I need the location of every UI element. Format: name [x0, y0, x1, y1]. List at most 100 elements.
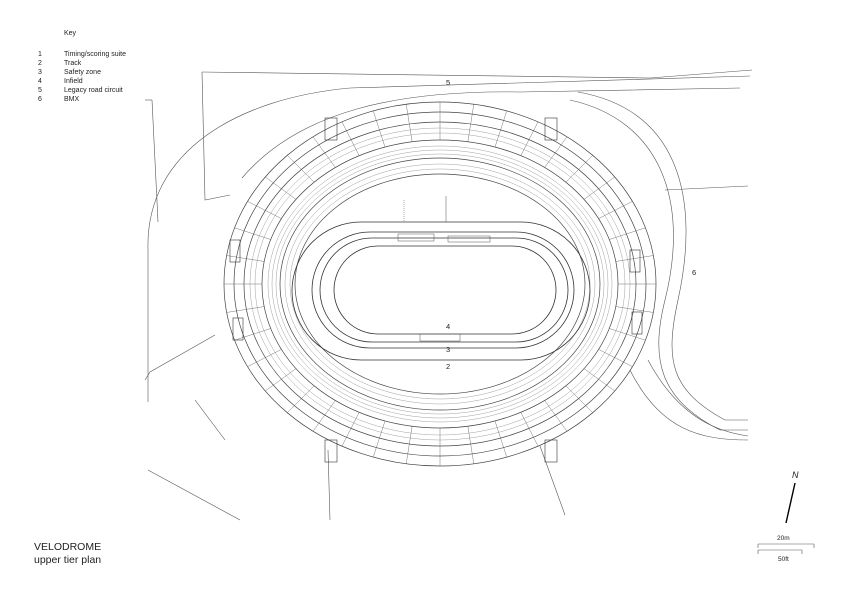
- label-infield: 4: [446, 322, 451, 331]
- track-outer: [291, 221, 591, 361]
- key-title: Key: [64, 30, 77, 37]
- seating-divider: [494, 110, 507, 148]
- seating-divider: [226, 255, 265, 262]
- key-number: 6: [38, 96, 42, 103]
- drawing-title-sub: upper tier plan: [34, 554, 102, 566]
- bmx-path: [664, 185, 749, 191]
- key-label: Timing/scoring suite: [64, 51, 126, 58]
- infield-edge: [333, 245, 557, 335]
- seating-divider: [598, 201, 633, 219]
- seating-divider: [609, 328, 646, 341]
- key-number: 2: [38, 60, 42, 67]
- seating-divider: [265, 368, 297, 392]
- key-label: BMX: [64, 96, 80, 103]
- seating-divider: [247, 201, 282, 219]
- seating-divider: [615, 306, 654, 313]
- infield-structure: [419, 333, 461, 342]
- seating-divider: [565, 385, 593, 413]
- seating-divider: [312, 136, 336, 168]
- bmx-path: [647, 359, 749, 437]
- seating-divider: [494, 420, 507, 458]
- seating-divider: [405, 426, 413, 464]
- seating-ring: [261, 139, 619, 429]
- drawing-title-main: VELODROME: [34, 541, 102, 553]
- seating-divider: [565, 155, 593, 183]
- stair-core: [324, 439, 338, 463]
- seating-divider: [341, 121, 360, 156]
- key-label: Infield: [64, 78, 83, 85]
- key-item-5: 5 Legacy road circuit: [38, 87, 123, 95]
- seating-divider: [520, 412, 539, 447]
- bmx-path: [629, 369, 749, 441]
- key-label: Safety zone: [64, 69, 101, 76]
- seating-divider: [234, 328, 271, 341]
- key-number: 5: [38, 87, 42, 94]
- road-circuit-edge: [144, 334, 216, 381]
- stair-core: [631, 311, 643, 335]
- key-item-2: 2 Track: [38, 60, 81, 68]
- seating-divider: [583, 176, 615, 200]
- stair-core: [544, 117, 558, 141]
- seating-divider: [341, 412, 360, 447]
- scale-imperial: 50ft: [778, 556, 789, 563]
- north-arrow: [785, 482, 796, 524]
- label-safety-zone: 3: [446, 345, 451, 354]
- drawing-title: VELODROME upper tier plan: [34, 541, 101, 567]
- seating-divider: [520, 121, 539, 156]
- seating-divider: [234, 227, 271, 240]
- north-label: N: [792, 470, 799, 480]
- stair-core: [629, 249, 641, 273]
- infield-structure: [447, 235, 491, 243]
- road-circuit-edge: [201, 71, 231, 201]
- scale-bar: [757, 543, 815, 554]
- seating-divider: [247, 349, 282, 367]
- safety-zone-edge: [319, 237, 569, 343]
- key-number: 4: [38, 78, 42, 85]
- key-item-4: 4 Infield: [38, 78, 83, 86]
- timing-scoring-suite: [397, 233, 435, 242]
- seating-divider: [312, 400, 336, 432]
- seating-divider: [405, 104, 413, 142]
- seating-divider: [373, 110, 386, 148]
- seating-divider: [287, 385, 315, 413]
- road-circuit-edge: [147, 469, 241, 521]
- seating-divider: [467, 104, 475, 142]
- key-item-3: 3 Safety zone: [38, 69, 101, 77]
- seating-divider: [598, 349, 633, 367]
- stair-core: [324, 117, 338, 141]
- key-number: 1: [38, 51, 42, 58]
- seating-divider: [226, 306, 265, 313]
- key-label: Track: [64, 60, 82, 67]
- key-item-1: 1 Timing/scoring suite: [38, 51, 126, 59]
- seating-divider: [544, 400, 568, 432]
- bmx-path: [577, 91, 748, 421]
- key-item-6: 6 BMX: [38, 96, 79, 104]
- road-circuit-edge: [201, 69, 753, 79]
- seating-divider: [467, 426, 475, 464]
- road-circuit-edge: [151, 99, 159, 223]
- seating-divider: [583, 368, 615, 392]
- stair-core: [232, 317, 244, 341]
- road-circuit-edge: [194, 399, 226, 441]
- seating-divider: [609, 227, 646, 240]
- lower-tier-edge: [294, 173, 586, 395]
- bmx-path: [569, 99, 748, 431]
- seating-divider: [615, 255, 654, 262]
- seating-divider: [373, 420, 386, 458]
- key-number: 3: [38, 69, 42, 76]
- label-road-circuit: 5: [446, 78, 451, 87]
- label-bmx: 6: [692, 268, 697, 277]
- scale-metric: 20m: [777, 535, 790, 542]
- key-label: Legacy road circuit: [64, 87, 123, 94]
- road-circuit-edge: [241, 87, 741, 179]
- seating-divider: [265, 176, 297, 200]
- service-line: [327, 449, 331, 521]
- track-inner: [311, 231, 575, 349]
- road-circuit-edge: [147, 75, 751, 402]
- seating-divider: [287, 155, 315, 183]
- stair-core: [544, 439, 558, 463]
- label-track: 2: [446, 362, 451, 371]
- concourse-ring: [279, 157, 601, 411]
- stair-core: [229, 239, 241, 263]
